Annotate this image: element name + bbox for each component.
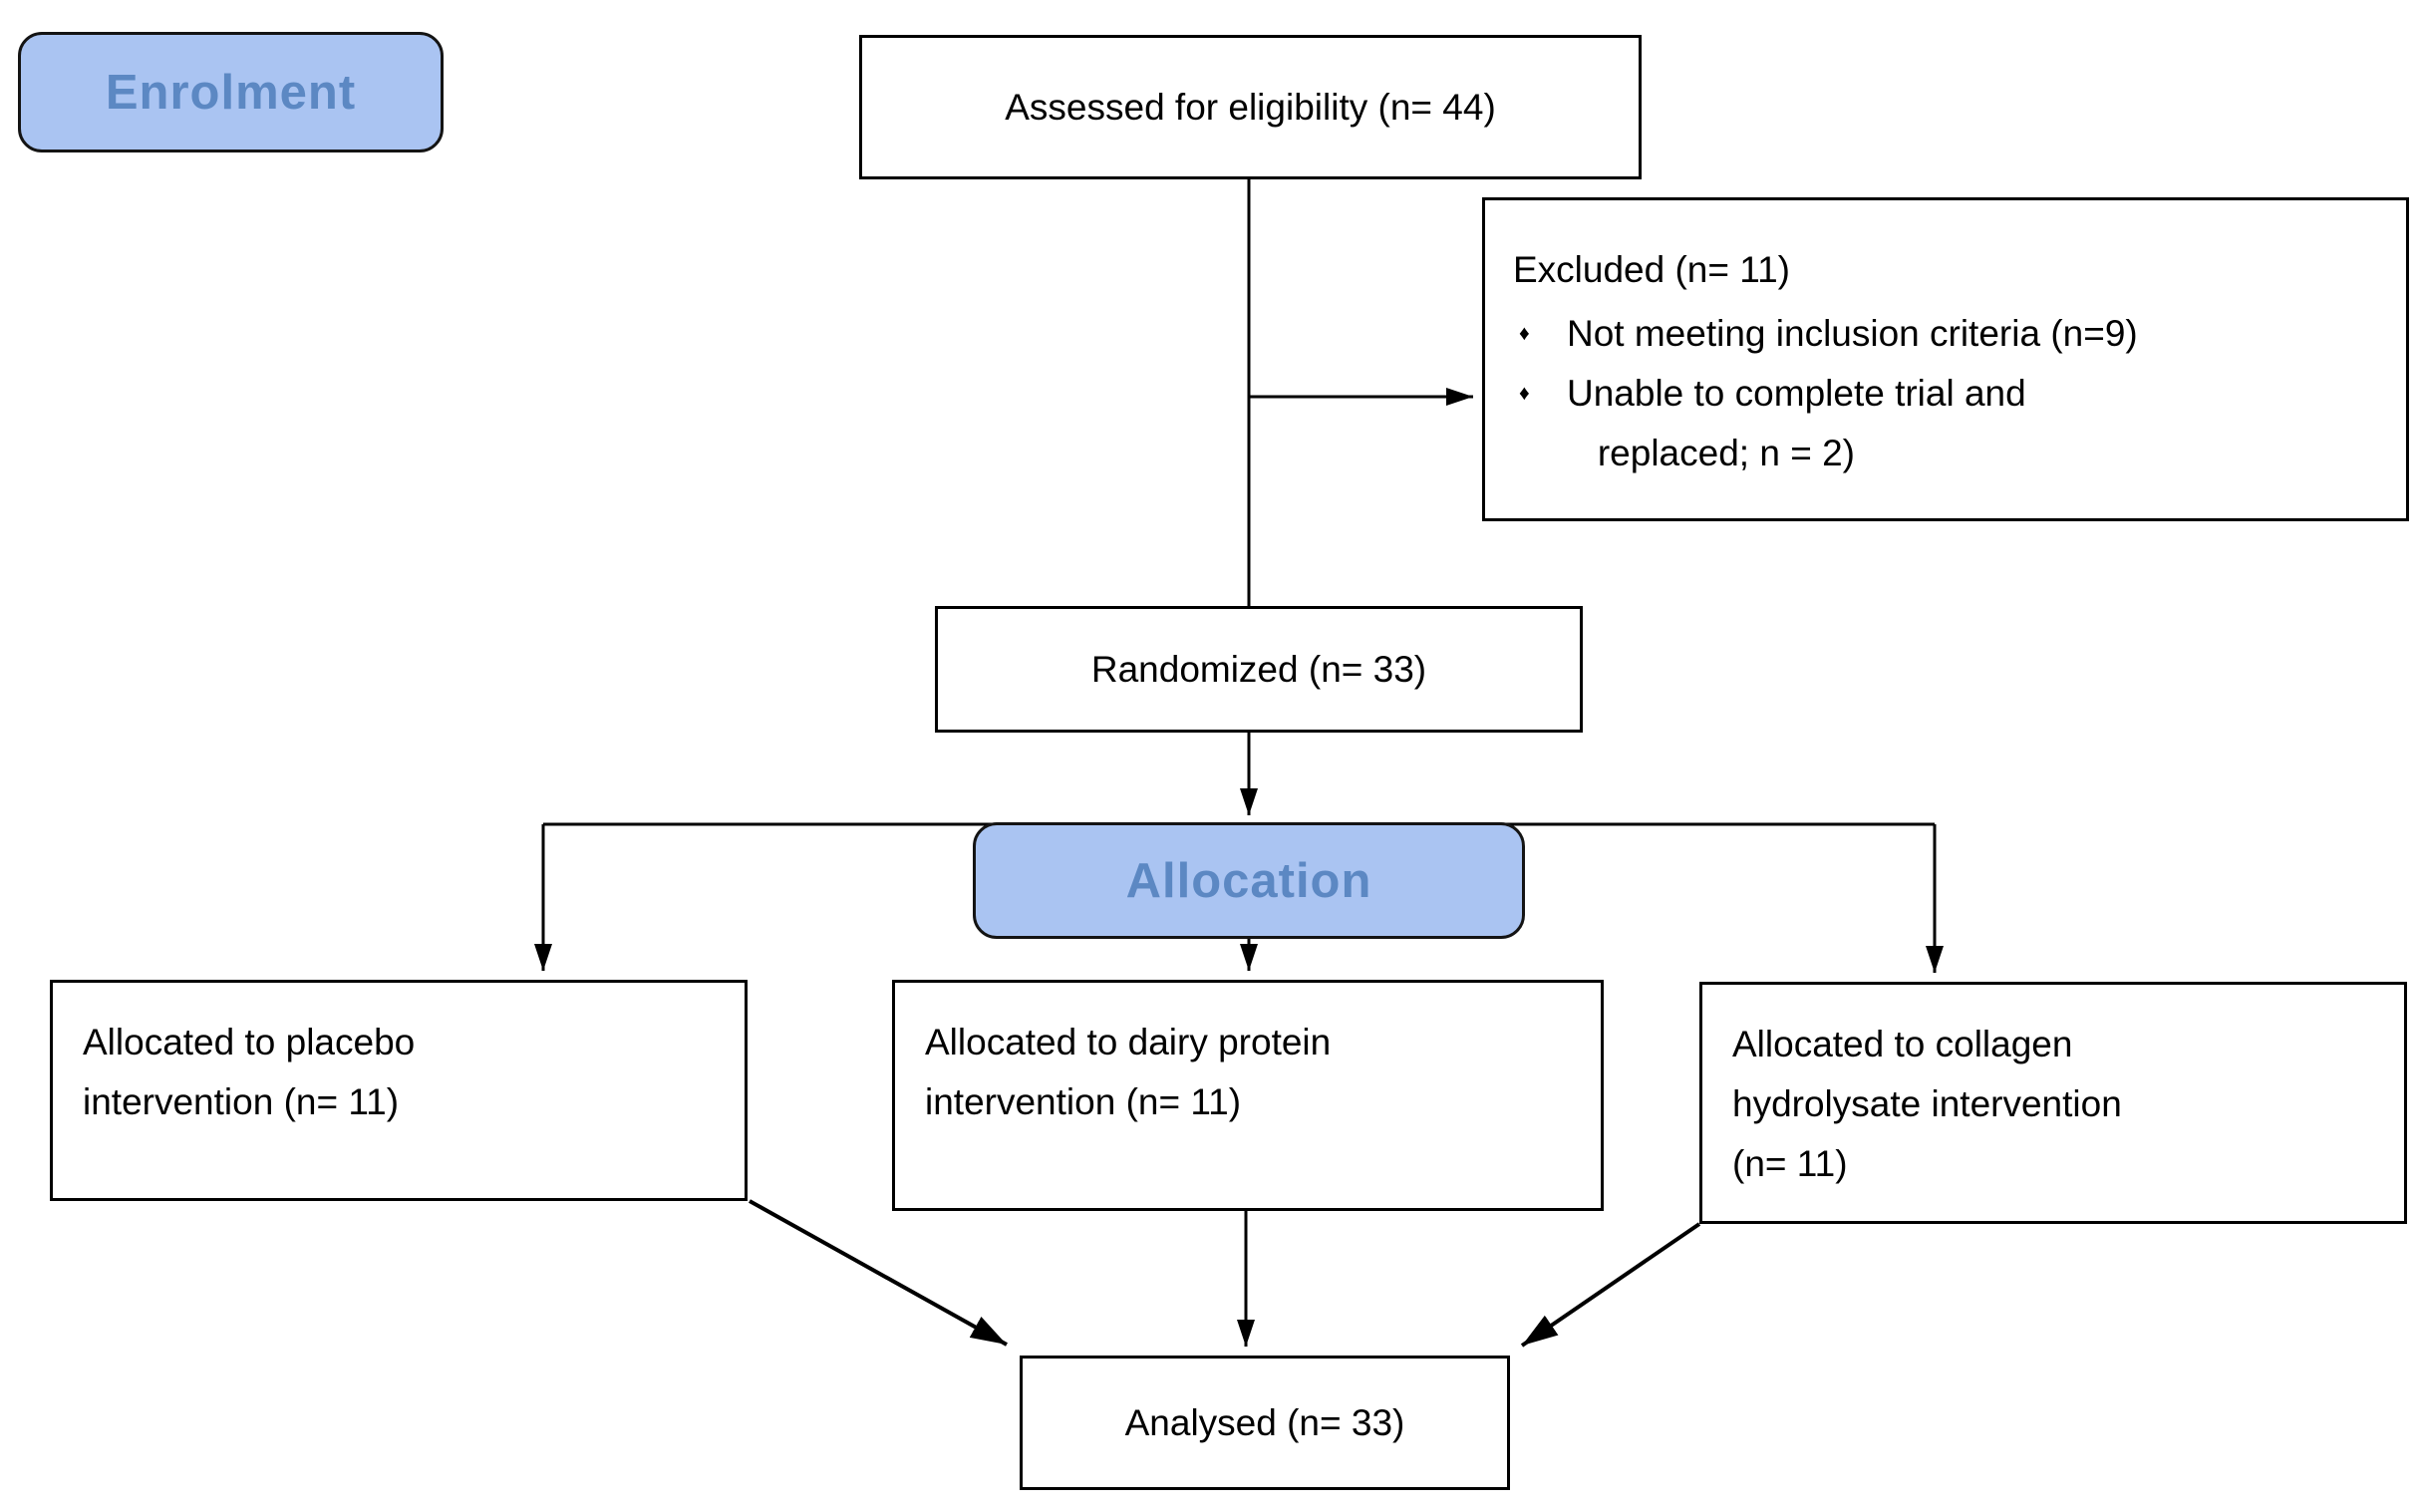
excluded-box: Excluded (n= 11) ♦ Not meeting inclusion… <box>1482 197 2409 521</box>
allocated-collagen-label: Allocated to collagen hydrolysate interv… <box>1732 1024 2122 1184</box>
allocation-stage-label: Allocation <box>1125 853 1372 908</box>
diamond-bullet-icon: ♦ <box>1519 321 1530 345</box>
excluded-title: Excluded (n= 11) <box>1513 249 1791 290</box>
allocated-placebo-box: Allocated to placebo intervention (n= 11… <box>50 980 748 1201</box>
excluded-bullet-text: Unable to complete trial and replaced; n… <box>1567 372 2026 473</box>
excluded-bullet-item: ♦ Unable to complete trial and replaced;… <box>1509 364 2382 483</box>
analysed-box: Analysed (n= 33) <box>1020 1356 1510 1490</box>
excluded-bullet-item: ♦ Not meeting inclusion criteria (n=9) <box>1509 304 2382 364</box>
randomized-box: Randomized (n= 33) <box>935 606 1583 733</box>
connector-collagen-to-analysed-arrow <box>1520 1222 1701 1348</box>
assessed-label: Assessed for eligibility (n= 44) <box>1005 86 1496 128</box>
excluded-bullet-text: Not meeting inclusion criteria (n=9) <box>1567 312 2138 354</box>
connector-placebo-to-analysed-arrow <box>749 1199 1008 1347</box>
allocated-dairy-label: Allocated to dairy protein intervention … <box>925 1022 1332 1122</box>
diamond-bullet-icon: ♦ <box>1519 381 1530 405</box>
allocated-dairy-box: Allocated to dairy protein intervention … <box>892 980 1604 1211</box>
allocation-stage-badge: Allocation <box>973 822 1525 939</box>
allocated-collagen-box: Allocated to collagen hydrolysate interv… <box>1699 982 2407 1224</box>
assessed-box: Assessed for eligibility (n= 44) <box>859 35 1642 179</box>
enrolment-stage-badge: Enrolment <box>18 32 444 152</box>
randomized-label: Randomized (n= 33) <box>1090 648 1427 690</box>
allocated-placebo-label: Allocated to placebo intervention (n= 11… <box>83 1022 416 1122</box>
analysed-label: Analysed (n= 33) <box>1124 1401 1405 1443</box>
enrolment-stage-label: Enrolment <box>105 65 357 120</box>
